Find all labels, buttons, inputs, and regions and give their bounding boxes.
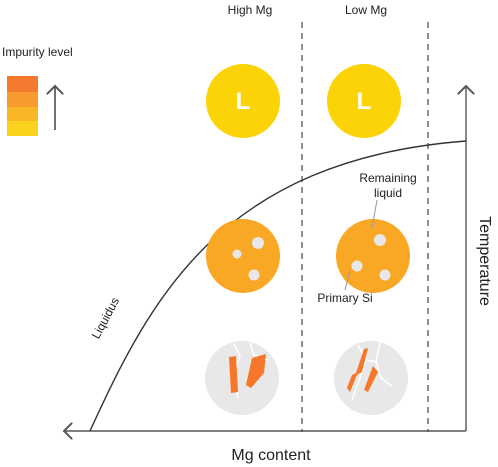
primary-si-particle	[374, 234, 386, 246]
liquid-symbol: L	[236, 88, 251, 115]
liquidus-label: Liquidus	[89, 295, 122, 341]
liquid-circle-high-mg	[206, 64, 280, 138]
solid-circle-high-mg	[205, 341, 279, 415]
column-label-high-mg: High Mg	[228, 3, 273, 17]
impurity-color-scale	[7, 76, 38, 136]
impurity-phase	[229, 356, 238, 393]
primary-si-particle	[248, 269, 260, 281]
impurity-swatch-2	[7, 92, 38, 107]
grain-boundary	[351, 341, 393, 401]
primary-si-particle	[379, 269, 391, 281]
impurity-legend-title: Impurity level	[2, 45, 73, 59]
solid-circle-low-mg	[334, 341, 408, 415]
impurity-phase	[355, 348, 368, 376]
primary-si-pointer	[344, 269, 351, 291]
primary-si-particle	[232, 249, 242, 259]
liquid-circle-low-mg	[327, 64, 401, 138]
x-axis-label: Mg content	[231, 447, 311, 464]
primary-si-particle	[252, 237, 264, 249]
primary-si-label: Primary Si	[317, 291, 372, 305]
impurity-swatch-4	[7, 121, 38, 136]
remaining-liquid-label-line-2: liquid	[374, 186, 402, 200]
y-axis-label: Temperature	[476, 216, 493, 306]
impurity-phase	[347, 372, 358, 392]
remaining-liquid-label-line-1: Remaining	[359, 171, 416, 185]
impurity-swatch-3	[7, 107, 38, 121]
primary-si-particle	[351, 260, 363, 272]
impurity-phase	[246, 354, 266, 388]
semi-solid-circle-high-mg	[206, 219, 280, 293]
remaining-liquid-pointer	[371, 199, 378, 229]
column-label-low-mg: Low Mg	[345, 3, 387, 17]
impurity-swatch-1	[7, 76, 38, 92]
impurity-phase	[364, 366, 378, 392]
semi-solid-circle-low-mg	[336, 219, 410, 293]
liquid-symbol: L	[357, 88, 372, 115]
